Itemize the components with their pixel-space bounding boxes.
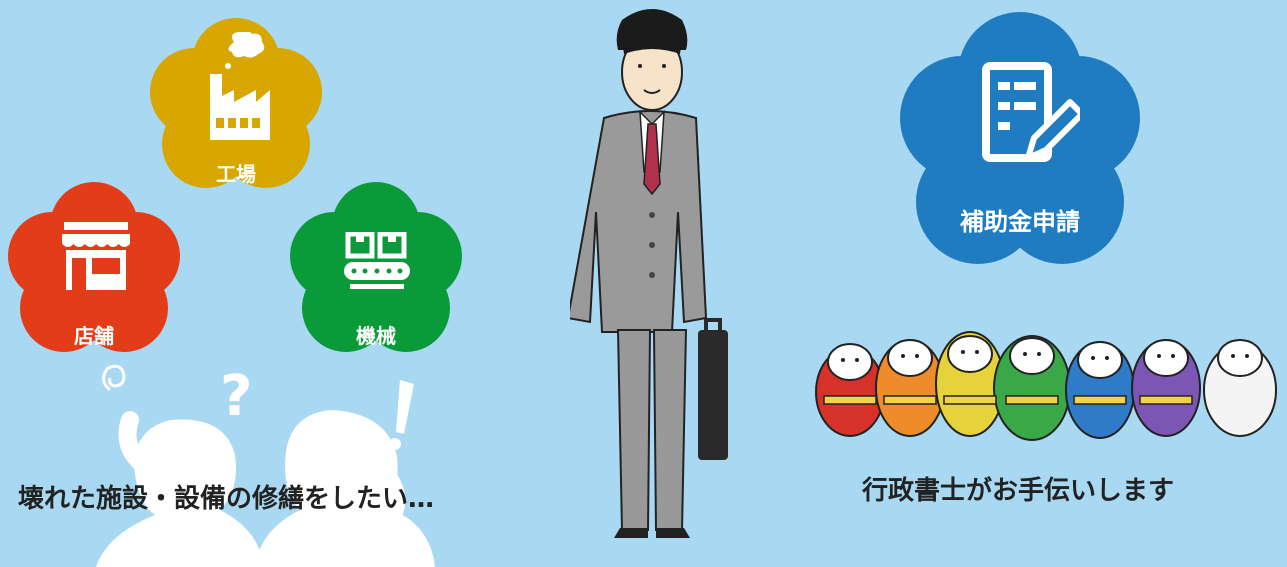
machine-badge: 機械 (290, 180, 462, 358)
svg-text:?: ? (220, 364, 252, 429)
storefront-icon (62, 222, 130, 290)
conveyor-icon (344, 232, 410, 289)
factory-icon (210, 32, 270, 140)
machine-label: 機械 (356, 324, 396, 348)
subsidy-label: 補助金申請 (960, 208, 1080, 236)
factory-badge: 工場 (150, 16, 322, 194)
right-caption: 行政書士がお手伝いします (862, 476, 1175, 506)
shop-label: 店舗 (74, 324, 114, 348)
document-pen-icon (982, 62, 1080, 162)
thinking-people-silhouette: ? (96, 364, 435, 567)
left-caption: 壊れた施設・設備の修繕をしたい… (18, 484, 435, 514)
cat-heroes-illustration (815, 331, 1277, 441)
subsidy-badge: 補助金申請 (900, 10, 1140, 275)
shop-badge: 店舗 (8, 180, 180, 358)
businessman-illustration (570, 9, 728, 538)
factory-label: 工場 (216, 162, 256, 186)
